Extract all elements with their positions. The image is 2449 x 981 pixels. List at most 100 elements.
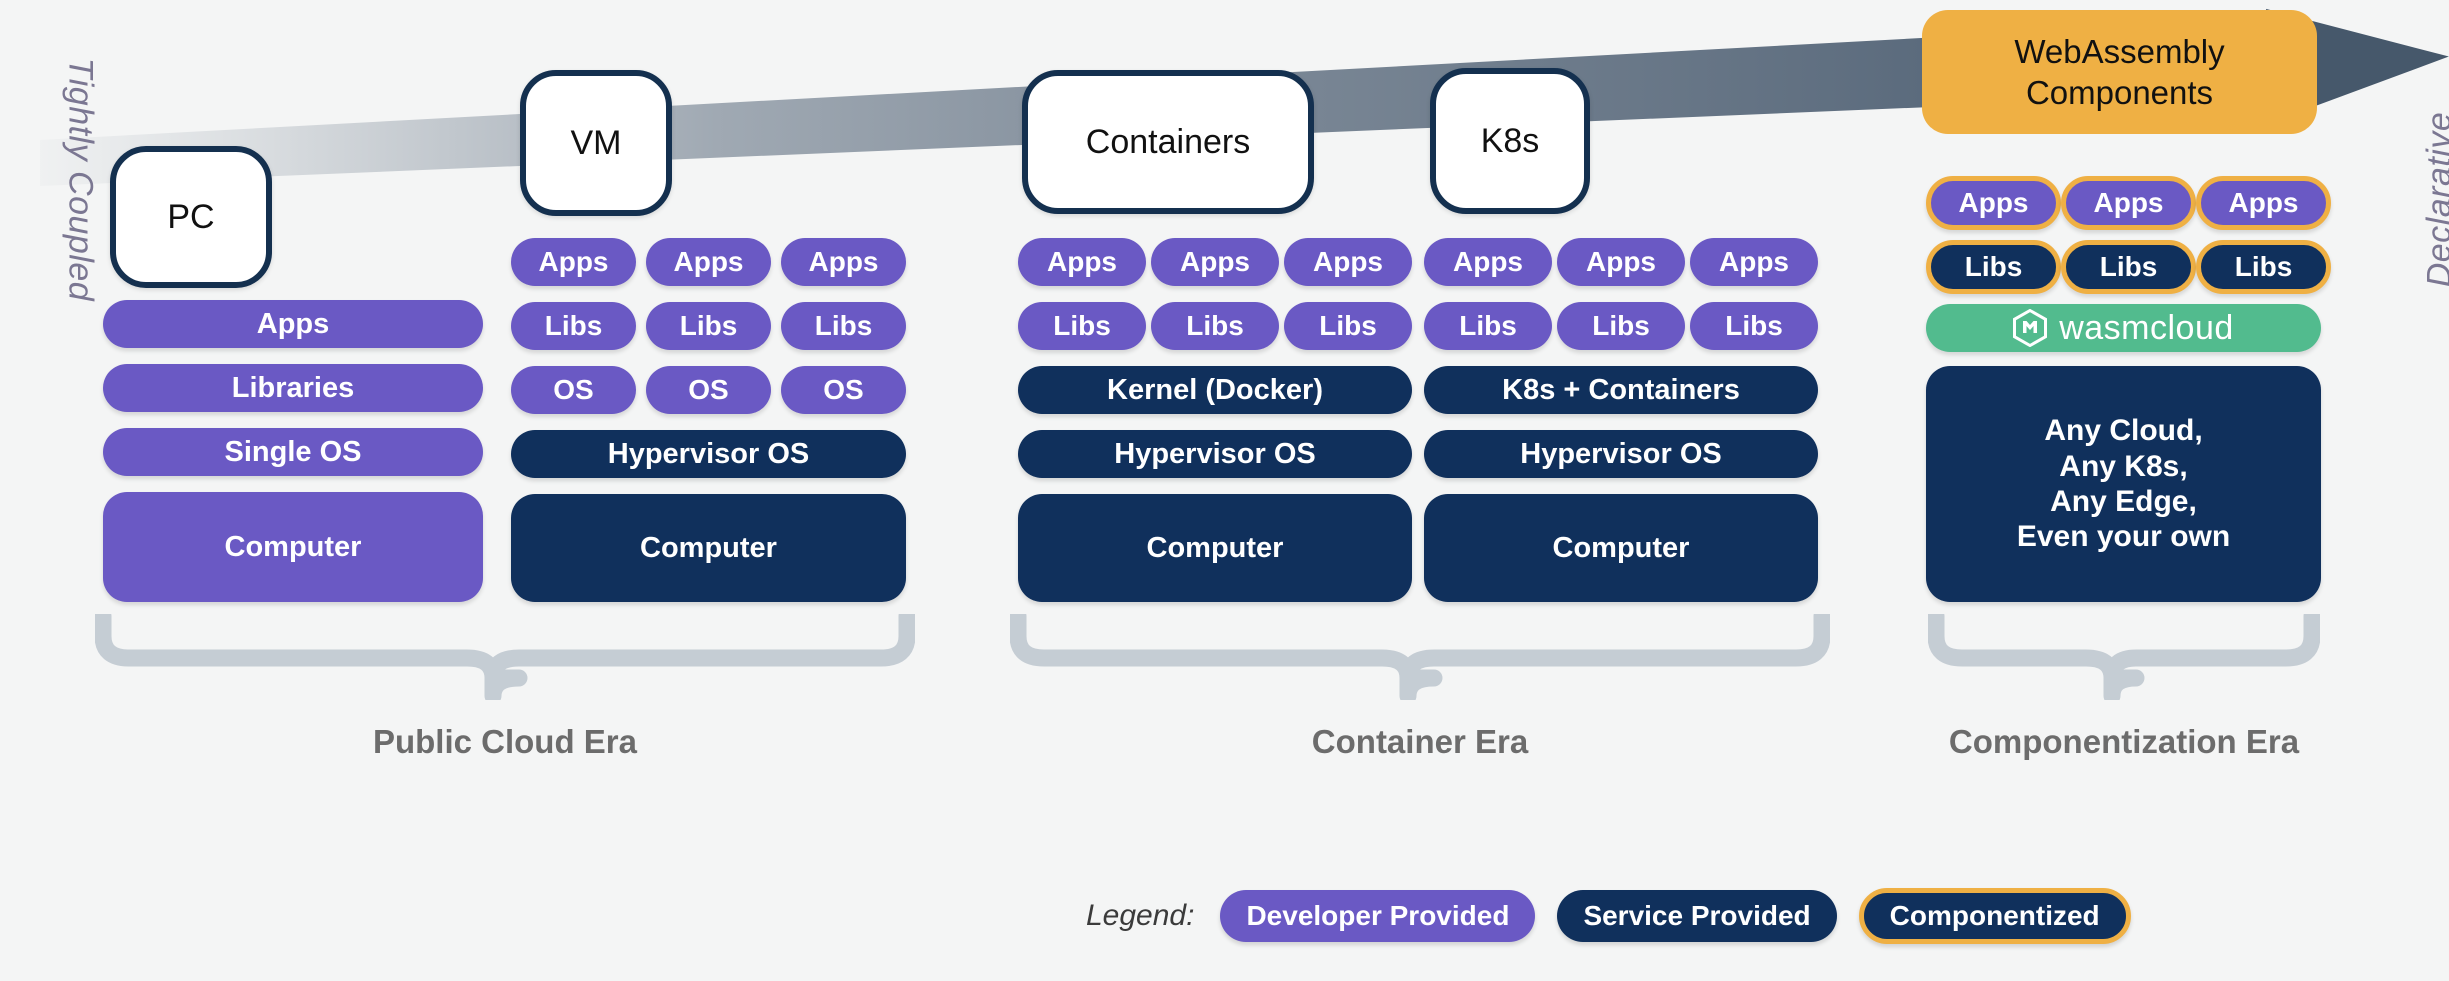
wasm-foundation-line3: Any Edge, [2050, 485, 2197, 518]
wasm-box-line2: Components [2025, 74, 2214, 111]
k8s-layer-computer-label: Computer [1552, 531, 1690, 564]
pc-layer-computer[interactable]: Computer [103, 492, 483, 602]
vm-col1-apps-label: Apps [538, 246, 609, 278]
legend-chip-developer-provided[interactable]: Developer Provided [1220, 890, 1536, 942]
axis-label-declarative: Declarative [2420, 111, 2449, 288]
k8s-col2-libs-label: Libs [1592, 310, 1650, 342]
wasm-box-line1: WebAssembly [2014, 32, 2225, 70]
vm-col1-libs-label: Libs [544, 310, 603, 342]
containers-col3-apps-label: Apps [1313, 246, 1383, 278]
containers-col3-libs-label: Libs [1319, 310, 1377, 342]
k8s-layer-k8s-containers[interactable]: K8s + Containers [1424, 366, 1818, 414]
k8s-col1-libs[interactable]: Libs [1424, 302, 1552, 350]
containers-col2-libs[interactable]: Libs [1151, 302, 1279, 350]
wasm-col2-apps[interactable]: Apps [2061, 176, 2196, 230]
vm-col2-libs-label: Libs [679, 310, 738, 342]
vm-col3-os-label: OS [823, 374, 864, 406]
containers-layer-hypervisor-os[interactable]: Hypervisor OS [1018, 430, 1412, 478]
containers-layer-kernel-docker-label: Kernel (Docker) [1107, 373, 1323, 406]
node-containers[interactable]: Containers [1022, 70, 1314, 214]
axis-label-tightly-coupled: Tightly Coupled [61, 57, 100, 302]
wasm-col1-apps[interactable]: Apps [1926, 176, 2061, 230]
brace-public-cloud [95, 614, 915, 700]
pc-layer-apps-label: Apps [256, 307, 330, 340]
node-pc-label: PC [167, 197, 215, 236]
k8s-col2-apps[interactable]: Apps [1557, 238, 1685, 286]
wasm-col3-apps[interactable]: Apps [2196, 176, 2331, 230]
k8s-col3-libs-label: Libs [1725, 310, 1783, 342]
legend-chip-service-provided-label: Service Provided [1583, 900, 1811, 931]
wasm-col2-libs[interactable]: Libs [2061, 240, 2196, 294]
wasmcloud-hexagon-icon [2013, 308, 2048, 347]
vm-col2-apps[interactable]: Apps [646, 238, 771, 286]
vm-col3-os[interactable]: OS [781, 366, 906, 414]
vm-layer-computer-label: Computer [640, 531, 777, 564]
containers-layer-computer-label: Computer [1146, 531, 1284, 564]
vm-layer-computer[interactable]: Computer [511, 494, 906, 602]
containers-layer-hypervisor-os-label: Hypervisor OS [1114, 437, 1316, 470]
vm-col2-os-label: OS [688, 374, 729, 406]
pc-layer-single-os-label: Single OS [224, 435, 362, 468]
legend-chip-componentized[interactable]: Componentized [1858, 888, 2131, 944]
node-pc[interactable]: PC [110, 146, 272, 288]
containers-col3-apps[interactable]: Apps [1284, 238, 1412, 286]
containers-layer-computer[interactable]: Computer [1018, 494, 1412, 602]
node-k8s-label: K8s [1480, 121, 1540, 160]
vm-col2-os[interactable]: OS [646, 366, 771, 414]
k8s-layer-hypervisor-os[interactable]: Hypervisor OS [1424, 430, 1818, 478]
node-k8s[interactable]: K8s [1430, 68, 1590, 214]
k8s-col3-apps[interactable]: Apps [1690, 238, 1818, 286]
wasm-foundation-line1: Any Cloud, [2044, 414, 2203, 448]
containers-layer-kernel-docker[interactable]: Kernel (Docker) [1018, 366, 1412, 414]
wasm-col2-apps-label: Apps [2093, 187, 2164, 219]
wasm-col3-libs[interactable]: Libs [2196, 240, 2331, 294]
k8s-col1-libs-label: Libs [1459, 310, 1517, 342]
era-label-public-cloud: Public Cloud Era [372, 723, 638, 760]
pc-layer-libraries[interactable]: Libraries [103, 364, 483, 412]
vm-col1-os[interactable]: OS [511, 366, 636, 414]
wasm-col3-apps-label: Apps [2228, 187, 2299, 219]
vm-col3-libs[interactable]: Libs [781, 302, 906, 350]
legend-chip-developer-provided-label: Developer Provided [1246, 900, 1510, 931]
pc-layer-single-os[interactable]: Single OS [103, 428, 483, 476]
vm-col3-apps[interactable]: Apps [781, 238, 906, 286]
legend: Legend: Developer Provided Service Provi… [1086, 888, 2131, 944]
wasm-foundation-box[interactable]: Any Cloud, Any K8s, Any Edge, Even your … [1926, 366, 2321, 602]
legend-chip-service-provided[interactable]: Service Provided [1557, 890, 1837, 942]
wasm-foundation-line2: Any K8s, [2059, 449, 2188, 483]
vm-col1-os-label: OS [553, 374, 594, 406]
containers-col1-apps-label: Apps [1047, 246, 1117, 278]
vm-layer-hypervisor-os[interactable]: Hypervisor OS [511, 430, 906, 478]
containers-col3-libs[interactable]: Libs [1284, 302, 1412, 350]
pc-layer-apps[interactable]: Apps [103, 300, 483, 348]
wasm-platform-wasmcloud[interactable]: wasmcloud [1926, 304, 2321, 352]
legend-title: Legend: [1086, 899, 1195, 932]
vm-col1-apps[interactable]: Apps [511, 238, 636, 286]
containers-col2-libs-label: Libs [1186, 310, 1244, 342]
k8s-col2-apps-label: Apps [1586, 246, 1656, 278]
node-webassembly-components[interactable]: WebAssembly Components [1922, 10, 2317, 134]
wasm-col1-libs[interactable]: Libs [1926, 240, 2061, 294]
k8s-col2-libs[interactable]: Libs [1557, 302, 1685, 350]
containers-col1-apps[interactable]: Apps [1018, 238, 1146, 286]
node-containers-label: Containers [1085, 122, 1251, 161]
vm-col1-libs[interactable]: Libs [511, 302, 636, 350]
containers-col2-apps[interactable]: Apps [1151, 238, 1279, 286]
containers-col1-libs[interactable]: Libs [1018, 302, 1146, 350]
node-vm[interactable]: VM [520, 70, 672, 216]
wasm-foundation-line4: Even your own [2016, 520, 2231, 554]
wasm-col3-libs-label: Libs [2234, 251, 2293, 283]
k8s-layer-computer[interactable]: Computer [1424, 494, 1818, 602]
vm-layer-hypervisor-os-label: Hypervisor OS [607, 437, 810, 470]
wasmcloud-wordmark: wasmcloud [2059, 308, 2234, 347]
containers-col1-libs-label: Libs [1053, 310, 1111, 342]
vm-col2-libs[interactable]: Libs [646, 302, 771, 350]
k8s-col1-apps[interactable]: Apps [1424, 238, 1552, 286]
pc-layer-computer-label: Computer [224, 530, 362, 563]
node-vm-label: VM [570, 123, 622, 162]
era-label-componentization: Componentization Era [1948, 723, 2300, 760]
vm-col3-libs-label: Libs [814, 310, 873, 342]
k8s-col3-libs[interactable]: Libs [1690, 302, 1818, 350]
k8s-col1-apps-label: Apps [1453, 246, 1523, 278]
k8s-layer-hypervisor-os-label: Hypervisor OS [1520, 437, 1722, 470]
